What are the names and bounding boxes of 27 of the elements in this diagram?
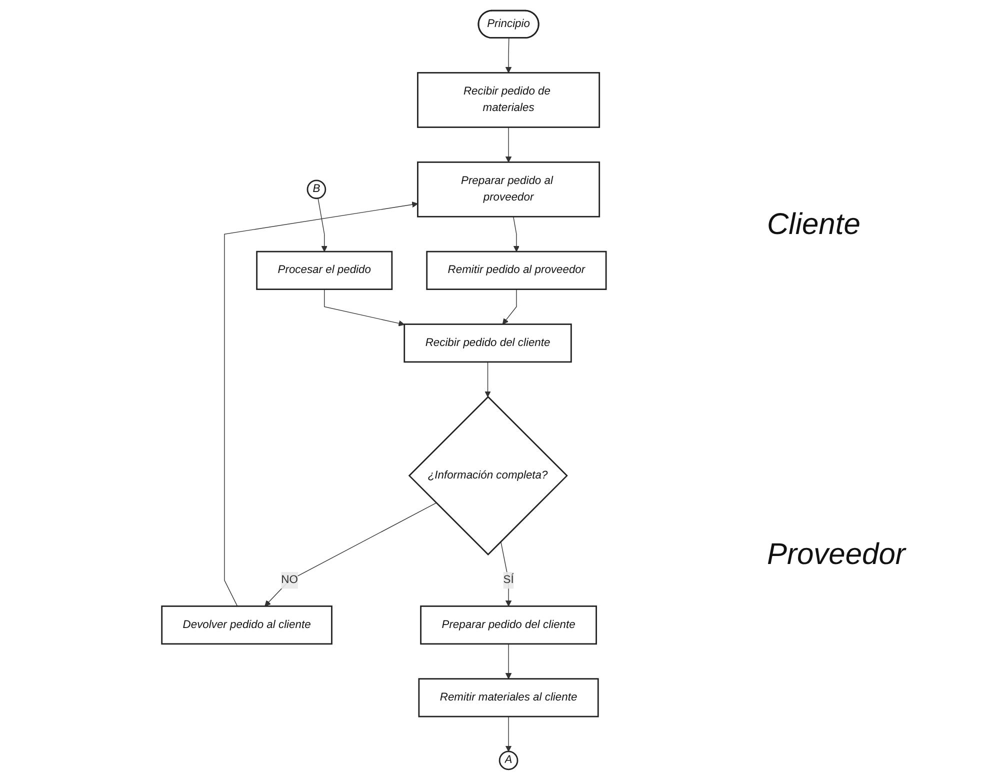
arrow bbox=[505, 716, 512, 752]
arrow bbox=[505, 644, 512, 680]
node-diamond: ¿Información completa? bbox=[408, 396, 568, 556]
node-box: Procesar el pedido bbox=[256, 250, 392, 290]
arrow bbox=[324, 288, 404, 326]
node-box: Preparar pedido al proveedor bbox=[416, 161, 600, 218]
node-box: Remitir pedido al proveedor bbox=[426, 250, 606, 290]
node-box: Preparar pedido del cliente bbox=[420, 605, 597, 645]
arrow bbox=[484, 362, 490, 398]
arrow bbox=[505, 126, 512, 162]
arrow bbox=[512, 216, 520, 252]
node-circle: B bbox=[306, 180, 326, 200]
node-box: Devolver pedido al cliente bbox=[160, 605, 332, 645]
arrow bbox=[317, 198, 327, 252]
node-box: Remitir materiales al cliente bbox=[418, 678, 598, 718]
arrow bbox=[224, 202, 418, 607]
node-box: Recibir pedido de materiales bbox=[416, 72, 600, 128]
section-label: Cliente bbox=[767, 208, 862, 242]
node-circle: A bbox=[498, 750, 518, 770]
arrow bbox=[500, 541, 512, 606]
arrow bbox=[502, 288, 516, 324]
section-label: Proveedor bbox=[767, 538, 908, 572]
node-box: Recibir pedido del cliente bbox=[403, 324, 572, 363]
arrow bbox=[264, 502, 436, 606]
arrow bbox=[505, 38, 512, 74]
edge-label: NO bbox=[280, 574, 298, 586]
edge-label: SÍ bbox=[502, 574, 514, 586]
